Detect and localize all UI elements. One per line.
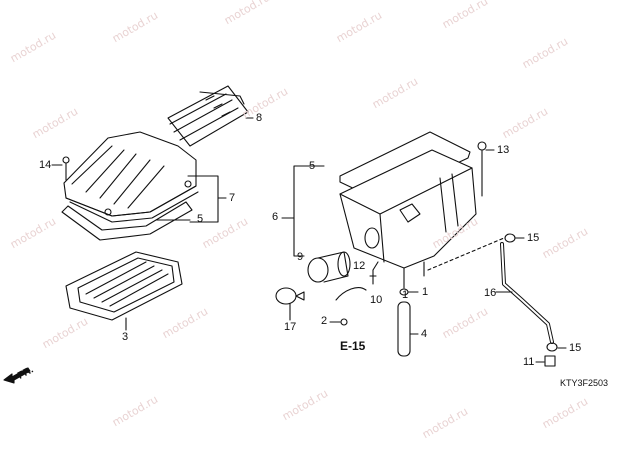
screw-part-14 <box>62 156 70 181</box>
clamp-part-17 <box>275 287 305 305</box>
drain-tube-part-2 <box>335 287 367 301</box>
bolt-part-13 <box>477 141 487 197</box>
front-arrow-icon <box>3 367 31 384</box>
drain-plug-part-1 <box>399 288 419 296</box>
callout-2: 2 <box>321 315 328 327</box>
hose-clip-part-15 <box>504 233 516 243</box>
clip-part-10 <box>369 269 377 285</box>
callout-1: 1 <box>402 289 409 301</box>
callout-14: 14 <box>39 159 52 171</box>
breather-hose-part-16 <box>500 242 554 344</box>
callout-13: 13 <box>497 144 510 156</box>
leader-bracket <box>293 165 325 257</box>
callout-6: 6 <box>272 211 279 223</box>
leader-line <box>372 261 379 271</box>
callout-17: 17 <box>284 321 297 333</box>
air-filter-element-part <box>65 251 183 321</box>
callout-11: 11 <box>523 356 535 368</box>
reference-e15[interactable]: E-15 <box>340 339 366 353</box>
air-cleaner-cover-part <box>63 131 199 223</box>
callout-7: 7 <box>229 192 236 204</box>
callout-1: 1 <box>422 286 429 298</box>
hose-clip-part-15 <box>546 342 558 352</box>
gasket-part-left <box>61 201 193 241</box>
callout-3: 3 <box>122 331 129 343</box>
callout-9: 9 <box>297 251 304 263</box>
callout-8: 8 <box>256 112 263 124</box>
plug-part-11 <box>544 355 556 367</box>
callout-12: 12 <box>353 260 366 272</box>
gasket-part-right <box>339 131 471 201</box>
drain-tube-part-4 <box>397 301 419 357</box>
callout-5-left: 5 <box>197 213 204 225</box>
fitting-part <box>340 318 348 326</box>
intake-duct-part <box>167 85 249 147</box>
callout-10: 10 <box>370 294 383 306</box>
leader-line <box>427 237 505 271</box>
callout-16: 16 <box>484 287 497 299</box>
callout-5-right: 5 <box>309 160 316 172</box>
callout-4: 4 <box>421 328 428 340</box>
connecting-tube-part-9 <box>307 251 351 283</box>
diagram-code: KTY3F2503 <box>560 378 609 388</box>
leader-bracket <box>187 175 227 223</box>
callout-15-bottom: 15 <box>569 342 582 354</box>
callout-15-top: 15 <box>527 232 540 244</box>
air-cleaner-case-part <box>339 149 477 289</box>
